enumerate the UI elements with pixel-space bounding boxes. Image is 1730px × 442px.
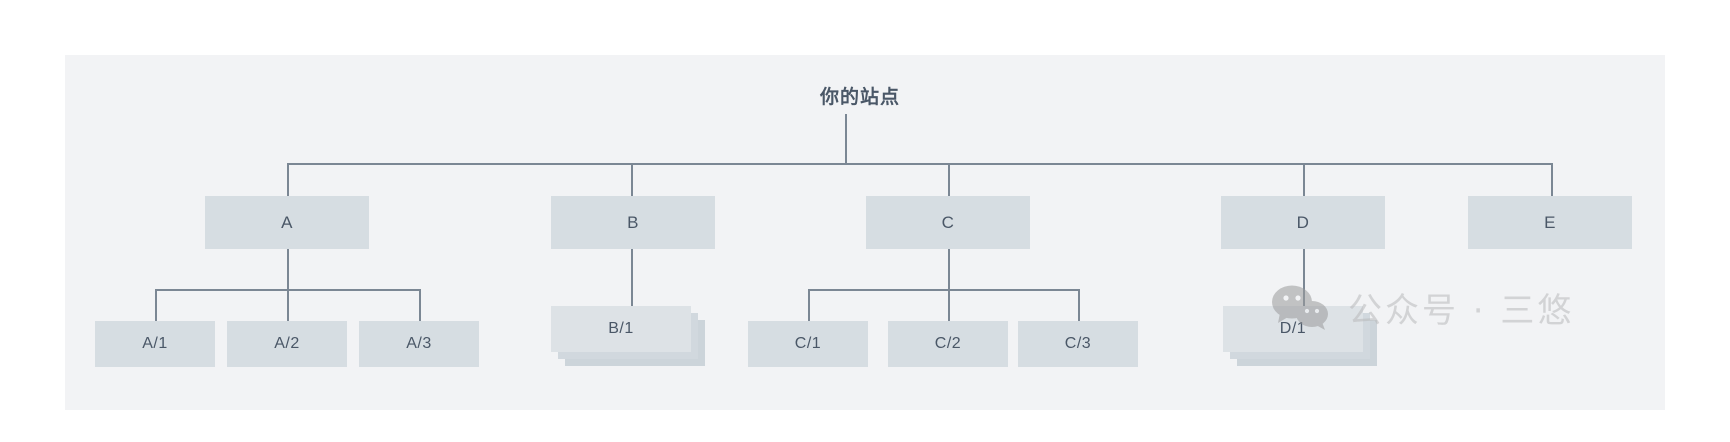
- node-a1[interactable]: A/1: [95, 321, 215, 367]
- connector-c3-stem: [1078, 289, 1080, 321]
- node-c2[interactable]: C/2: [888, 321, 1008, 367]
- connector-a-down: [287, 249, 289, 291]
- node-b1-sheet-front: B/1: [551, 306, 691, 352]
- node-a[interactable]: A: [205, 196, 369, 249]
- connector-c-down: [948, 249, 950, 291]
- node-d[interactable]: D: [1221, 196, 1385, 249]
- node-c1-label: C/1: [794, 335, 822, 352]
- connector-d-down: [1303, 249, 1305, 306]
- node-c-label: C: [941, 212, 955, 232]
- node-a1-label: A/1: [142, 335, 168, 352]
- connector-stem-e: [1551, 163, 1553, 196]
- connector-c2-stem: [948, 289, 950, 321]
- connector-root-stem: [845, 114, 847, 163]
- connector-c1-stem: [808, 289, 810, 321]
- node-c1[interactable]: C/1: [748, 321, 868, 367]
- node-d1-label: D/1: [1279, 320, 1307, 337]
- connector-stem-b: [631, 163, 633, 196]
- node-d1-stack[interactable]: D/1: [1223, 306, 1383, 366]
- node-b1-label: B/1: [608, 320, 634, 337]
- node-a3[interactable]: A/3: [359, 321, 479, 367]
- connector-stem-c: [948, 163, 950, 196]
- root-node-label: 你的站点: [819, 87, 900, 108]
- connector-a1-stem: [155, 289, 157, 321]
- connector-stem-d: [1303, 163, 1305, 196]
- connector-c-bus: [808, 289, 1080, 291]
- node-c3[interactable]: C/3: [1018, 321, 1138, 367]
- node-c[interactable]: C: [866, 196, 1030, 249]
- node-a2-label: A/2: [274, 335, 300, 352]
- node-a-label: A: [281, 212, 293, 232]
- node-b1-stack[interactable]: B/1: [551, 306, 711, 366]
- node-d-label: D: [1296, 212, 1310, 232]
- connector-a3-stem: [419, 289, 421, 321]
- connector-b-down: [631, 249, 633, 306]
- node-b[interactable]: B: [551, 196, 715, 249]
- node-b-label: B: [627, 212, 639, 232]
- node-c3-label: C/3: [1064, 335, 1092, 352]
- node-d1-sheet-front: D/1: [1223, 306, 1363, 352]
- node-a3-label: A/3: [406, 335, 432, 352]
- connector-a2-stem: [287, 289, 289, 321]
- connector-level2-bus: [287, 163, 1551, 165]
- node-e[interactable]: E: [1468, 196, 1632, 249]
- node-e-label: E: [1544, 212, 1556, 232]
- node-c2-label: C/2: [934, 335, 962, 352]
- connector-stem-a: [287, 163, 289, 196]
- node-a2[interactable]: A/2: [227, 321, 347, 367]
